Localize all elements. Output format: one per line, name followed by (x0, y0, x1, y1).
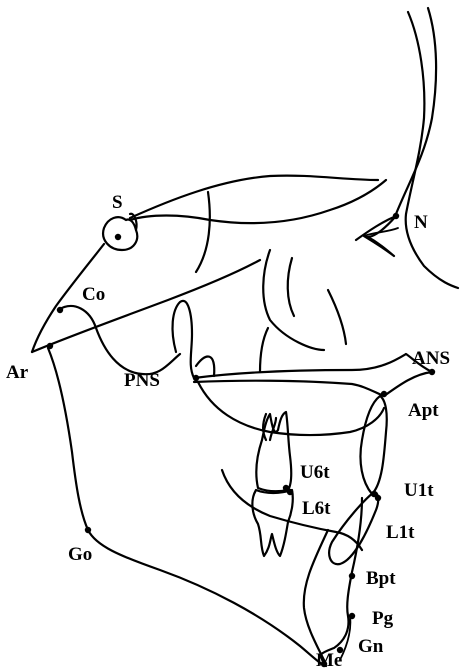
label-go: Go (68, 544, 92, 565)
landmark-point-l1t (375, 495, 381, 501)
landmark-point-pns (193, 375, 199, 381)
pterygomaxillary-line (260, 328, 268, 372)
lower-molar (252, 490, 292, 556)
label-u6t: U6t (300, 462, 330, 483)
sphenoid-line (196, 192, 210, 272)
label-ar: Ar (6, 362, 29, 383)
lower-incisor (329, 492, 378, 564)
landmark-point-pg (349, 613, 355, 619)
anterior-cranial-base-upper (130, 176, 378, 218)
sella-turcica (103, 217, 137, 250)
label-apt: Apt (408, 400, 439, 421)
label-pg: Pg (372, 608, 394, 629)
label-pns: PNS (124, 370, 160, 391)
condyle-outline (58, 306, 180, 374)
label-bpt: Bpt (366, 568, 396, 589)
label-gn: Gn (358, 636, 384, 657)
label-ans: ANS (412, 348, 450, 369)
nasal-turbinate-2 (288, 258, 294, 316)
symphysis-posterior (304, 530, 328, 664)
label-n: N (414, 212, 428, 233)
landmark-point-s (115, 234, 121, 240)
maxilla-posterior (196, 357, 214, 376)
landmark-point-apt (381, 391, 387, 397)
nasal-bone (356, 216, 396, 256)
label-u1t: U1t (404, 480, 434, 501)
palatal-plane-lower (194, 381, 384, 396)
palatal-plane-upper (194, 354, 432, 378)
symphysis-anterior (319, 498, 362, 664)
orbit-floor (328, 290, 346, 344)
apt-contour (384, 372, 432, 396)
pterygoid-plate (173, 301, 194, 378)
label-l1t: L1t (386, 522, 415, 543)
landmark-point-go (85, 527, 91, 533)
label-s: S (112, 192, 123, 213)
landmark-point-ar (47, 343, 53, 349)
label-l6t: L6t (302, 498, 331, 519)
landmark-point-bpt (349, 573, 355, 579)
landmark-point-l6t (287, 489, 293, 495)
frontal-bone-outer (406, 12, 458, 288)
label-me: Me (316, 650, 342, 668)
nasal-turbinate (263, 250, 324, 350)
landmark-point-n (393, 213, 399, 219)
landmark-point-co (57, 307, 63, 313)
landmark-point-ans (429, 369, 435, 375)
label-co: Co (82, 284, 105, 305)
upper-alveolus (198, 382, 384, 435)
ramus-posterior (48, 348, 326, 666)
